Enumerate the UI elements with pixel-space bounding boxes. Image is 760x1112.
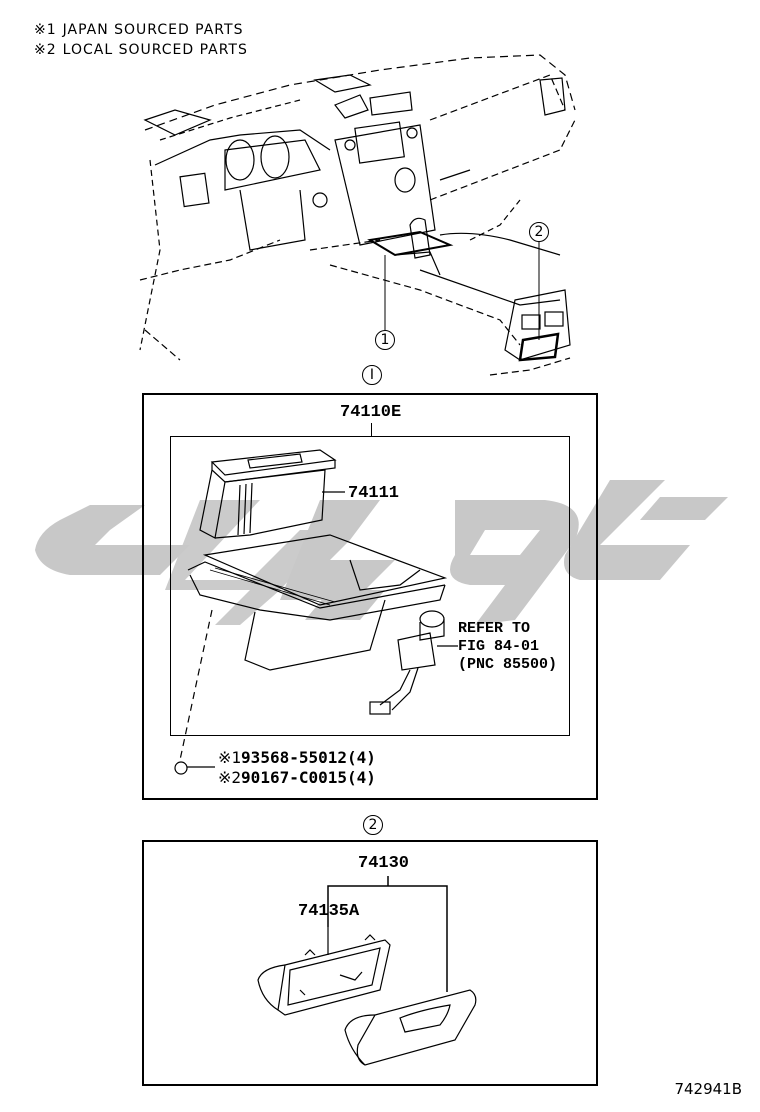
fastener-local: ※290167-C0015(4): [218, 768, 376, 787]
reference-line-2: FIG 84-01: [458, 638, 540, 655]
fastener-japan: ※193568-55012(4): [218, 748, 376, 767]
panel-1-assembly-box: [170, 436, 570, 736]
panel-2-box: [142, 840, 598, 1086]
figure-id: 742941B: [674, 1080, 742, 1098]
callout-1: 1: [375, 330, 395, 350]
part-number-74111: 74111: [348, 484, 400, 503]
callout-2: 2: [529, 222, 549, 242]
fastener-list: ※193568-55012(4) ※290167-C0015(4): [218, 748, 376, 788]
panel-1-marker: I: [362, 365, 382, 385]
panel-2-marker: 2: [363, 815, 383, 835]
leader-line: [371, 423, 372, 436]
reference-line-1: REFER TO: [458, 620, 531, 637]
assembly-part-number-74130: 74130: [358, 854, 410, 873]
panel-1-box: [142, 393, 598, 800]
assembly-part-number-74110E: 74110E: [340, 403, 402, 422]
reference-note: REFER TO FIG 84-01 (PNC 85500): [458, 620, 557, 674]
reference-line-3: (PNC 85500): [458, 656, 558, 673]
